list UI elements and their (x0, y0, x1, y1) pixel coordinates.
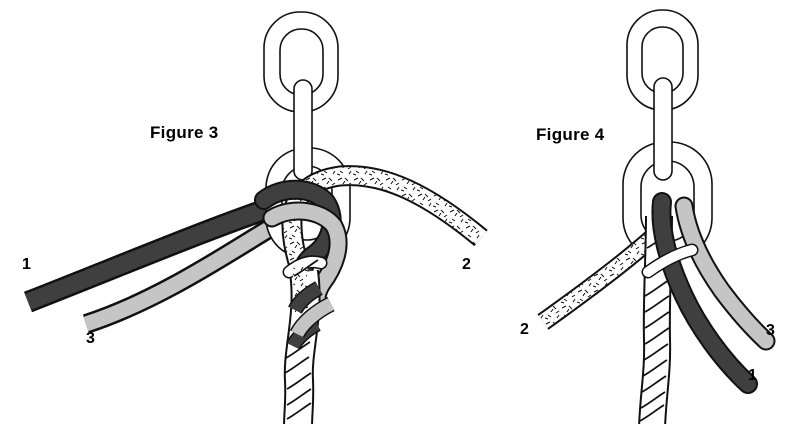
figure3-rope2-label: 2 (462, 256, 471, 273)
figure4-chain-middle-link (653, 77, 673, 181)
figure4-rope3-label: 3 (766, 322, 775, 339)
figure3-rope1-rear (24, 197, 279, 310)
figure4-rope2-label: 2 (520, 321, 529, 338)
figure3-rope3-rear (83, 215, 284, 332)
figure3-chain-middle-link (293, 79, 313, 181)
figure3-rope2 (281, 165, 488, 278)
figure4-rope3 (676, 198, 774, 349)
figure3-drawing (23, 11, 488, 424)
figure4-rope1-label: 1 (748, 367, 757, 384)
figure3-chain-top-link (263, 11, 339, 113)
figure3-rope1-label: 1 (22, 256, 31, 273)
figure4-rope2 (537, 230, 659, 330)
figure3-caption: Figure 3 (150, 123, 219, 142)
figure4-wrap-strand (641, 243, 699, 279)
figure4-drawing (537, 9, 776, 424)
figure4-rope1 (653, 194, 756, 392)
figure3-rope3-label: 3 (86, 330, 95, 347)
figure3-twisted-rope (282, 255, 335, 424)
figure4-caption: Figure 4 (536, 125, 605, 144)
